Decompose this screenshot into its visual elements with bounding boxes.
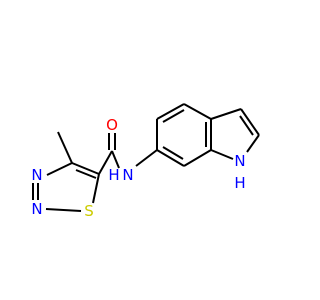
bond-c5-c4-inner xyxy=(162,109,185,123)
thiadiazole-lower-nitrogen-label: N xyxy=(31,200,42,218)
bond-s-n xyxy=(45,208,82,212)
bond-c3-c2 xyxy=(240,108,260,136)
bond-c5-c4 xyxy=(156,103,185,120)
bond-c4-c3a xyxy=(183,103,212,120)
amide-nitrogen-label: N xyxy=(122,166,133,184)
bond-carbonyl-n xyxy=(111,150,120,169)
bond-methyl xyxy=(57,131,73,164)
bond-c4-c5 xyxy=(71,162,100,175)
bond-c2-n1 xyxy=(246,134,260,153)
bond-c4-c5-inner xyxy=(75,169,97,179)
carbonyl-oxygen-label: O xyxy=(106,116,118,134)
bond-n-c4 xyxy=(46,162,73,176)
bonds xyxy=(32,103,260,212)
indole-nitrogen-label: N xyxy=(234,152,245,170)
thiadiazole-upper-nitrogen-label: N xyxy=(31,166,42,184)
indole-hydrogen-label: H xyxy=(234,174,245,192)
bond-c5-s xyxy=(92,173,100,204)
bond-c7a-c7 xyxy=(183,149,212,167)
bond-c7-c6-inner xyxy=(162,146,184,160)
bond-c7-c6 xyxy=(156,149,185,167)
atom-labels: O N H N H S N N xyxy=(31,116,245,220)
bond-n-aryl xyxy=(135,149,158,167)
bond-n1-c7a xyxy=(210,149,234,160)
bond-c3-c2-inner xyxy=(239,115,254,136)
structure-diagram: O N H N H S N N xyxy=(31,103,260,220)
amide-hydrogen-label: H xyxy=(108,166,119,184)
bond-c3a-c3 xyxy=(210,108,242,120)
thiadiazole-sulfur-label: S xyxy=(84,202,94,220)
bond-c5-carbonyl xyxy=(98,150,113,175)
